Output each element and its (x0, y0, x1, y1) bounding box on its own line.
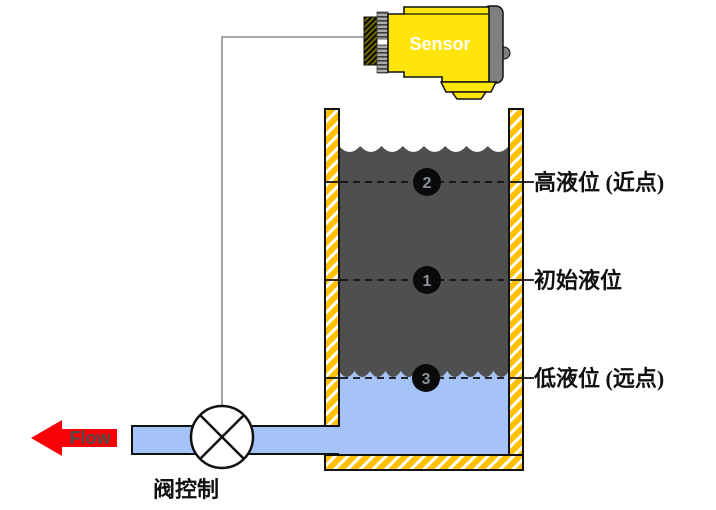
level-markers: 2 1 3 (412, 168, 441, 392)
sensor-mount-lower (376, 44, 389, 74)
tank (324, 108, 524, 471)
level-label-low: 低液位 (远点) (533, 366, 664, 391)
level-label-initial: 初始液位 (534, 268, 622, 293)
tank-left-wall (324, 108, 340, 427)
level-lines (324, 181, 534, 379)
valve-cross-line-2 (199, 414, 245, 460)
sensor: Sensor (363, 5, 511, 100)
sensor-label: Sensor (409, 34, 470, 54)
valve-label: 阀控制 (153, 477, 219, 502)
tank-bottom-wall (324, 454, 524, 471)
marker-digit-initial: 1 (423, 273, 432, 290)
marker-circle-high (413, 168, 441, 196)
tank-right-wall (508, 108, 524, 471)
flow-arrow-icon (31, 420, 117, 456)
flow-label: Flow (70, 428, 112, 448)
flow-indicator: Flow (31, 420, 117, 456)
sensor-nozzle-upper (439, 81, 498, 93)
marker-digit-high: 2 (423, 175, 432, 192)
marker-circle-low (412, 364, 440, 392)
marker-circle-initial (413, 266, 441, 294)
liquid-gray (339, 146, 509, 377)
level-label-high: 高液位 (近点) (534, 170, 664, 195)
sensor-valve-wire (221, 36, 365, 406)
sensor-mount-upper (376, 11, 389, 40)
sensor-nozzle-lower (450, 91, 488, 100)
marker-digit-low: 3 (422, 371, 431, 388)
valve-symbol (189, 404, 255, 470)
sensor-connector (363, 16, 378, 66)
